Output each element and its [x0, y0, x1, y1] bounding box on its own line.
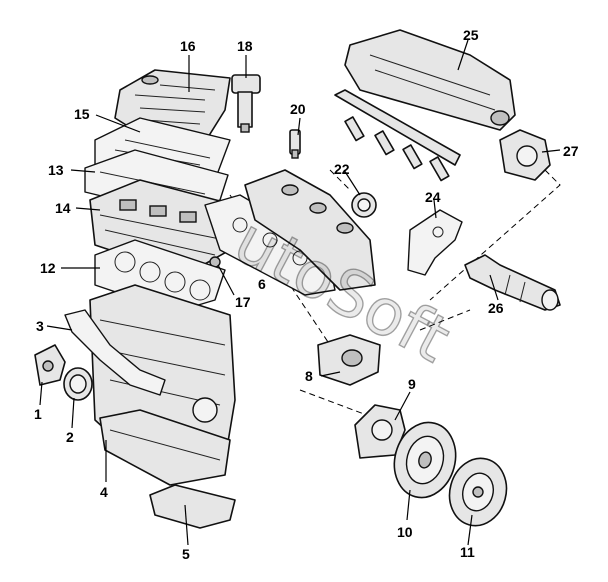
callout-15: 15	[74, 106, 90, 122]
callout-13: 13	[48, 162, 64, 178]
part-coolant-pipe	[64, 309, 166, 396]
callout-5: 5	[182, 546, 190, 562]
part-seal-ring	[351, 192, 377, 218]
part-fuel-rail	[334, 89, 461, 182]
callout-16: 16	[180, 38, 196, 54]
part-exhaust-manifold	[244, 169, 376, 291]
part-intake-pipe	[464, 254, 561, 311]
part-water-pump	[317, 334, 381, 386]
callout-14: 14	[55, 200, 71, 216]
callout-9: 9	[408, 376, 416, 392]
callout-27: 27	[563, 143, 579, 159]
callout-2: 2	[66, 429, 74, 445]
part-lower-pan	[149, 484, 236, 529]
callout-11: 11	[460, 544, 475, 560]
callout-labels: 16 18 15 13 14 12 3 1 2 4 5 20 22 24 25 …	[34, 27, 579, 562]
part-oil-pan	[99, 409, 231, 486]
callout-20: 20	[290, 101, 306, 117]
part-oil-filter	[63, 367, 93, 401]
part-engine-mount	[34, 344, 66, 386]
callout-1: 1	[34, 406, 42, 422]
part-flywheel	[393, 421, 457, 499]
callout-4: 4	[100, 484, 108, 500]
callout-12: 12	[40, 260, 56, 276]
callout-25: 25	[463, 27, 479, 43]
callout-18: 18	[237, 38, 253, 54]
callout-26: 26	[488, 300, 504, 316]
part-seal-housing	[354, 404, 406, 459]
part-ignition-coil	[231, 74, 261, 133]
part-clutch-disc	[448, 457, 508, 527]
part-throttle-body	[499, 129, 551, 181]
callout-3: 3	[36, 318, 44, 334]
part-bracket	[407, 209, 463, 276]
part-exhaust-gasket	[204, 194, 336, 296]
callout-17: 17	[235, 294, 251, 310]
callout-6: 6	[258, 276, 266, 292]
part-injector	[289, 129, 301, 159]
callout-10: 10	[397, 524, 413, 540]
callout-8: 8	[305, 368, 313, 384]
callout-22: 22	[334, 161, 350, 177]
part-intake-manifold	[344, 29, 516, 131]
callout-24: 24	[425, 189, 441, 205]
leader-lines	[39, 39, 561, 546]
